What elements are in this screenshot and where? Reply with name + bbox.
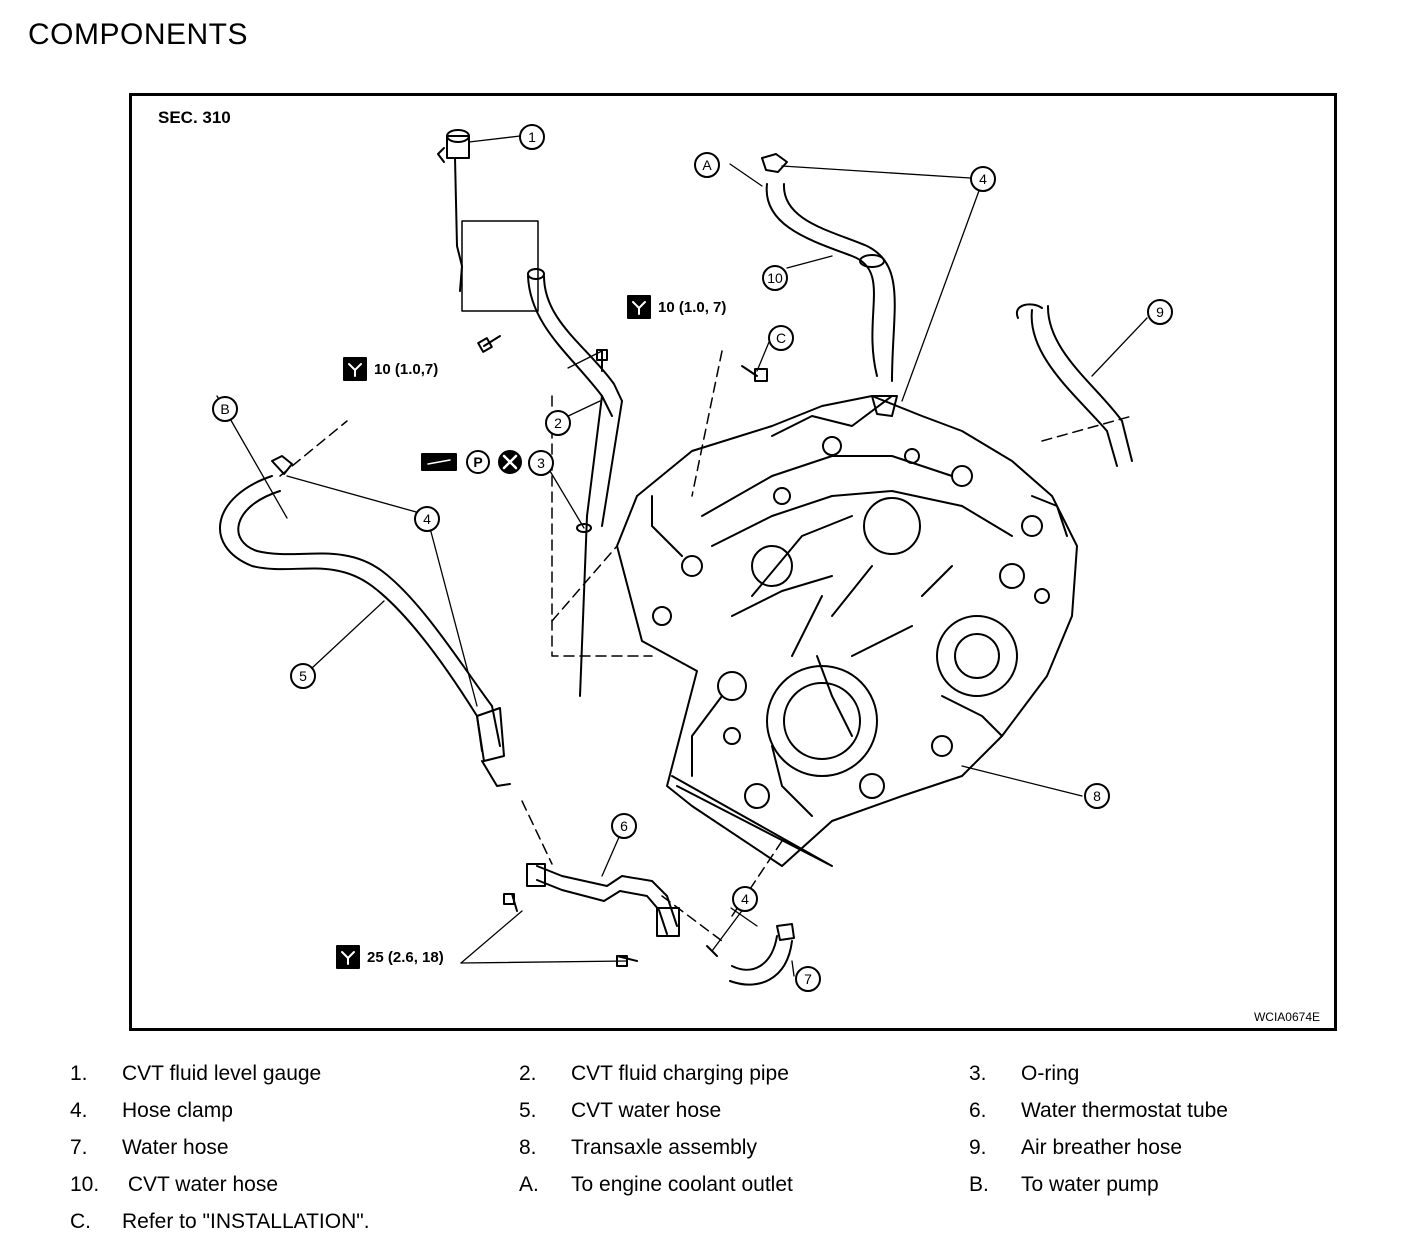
callout-8: 8 <box>1084 783 1110 809</box>
svg-text:25 (2.6, 18): 25 (2.6, 18) <box>367 949 444 966</box>
svg-text:4: 4 <box>423 511 431 527</box>
svg-text:5: 5 <box>299 668 307 684</box>
torque-spec-3: 25 (2.6, 18) <box>336 945 444 969</box>
svg-text:8: 8 <box>1093 788 1101 804</box>
p-icon: P <box>466 450 490 474</box>
callout-5: 5 <box>290 663 316 689</box>
svg-text:6: 6 <box>620 818 628 834</box>
water-hose-7 <box>706 923 795 986</box>
svg-text:7: 7 <box>804 971 812 987</box>
legend-item: 9.Air breather hose <box>969 1136 1183 1159</box>
svg-text:C: C <box>776 330 786 346</box>
o-ring <box>576 523 592 533</box>
legend-item: 10. CVT water hose <box>70 1173 279 1196</box>
svg-text:1: 1 <box>528 129 536 145</box>
legend-item: 6.Water thermostat tube <box>969 1099 1228 1122</box>
leader-lines <box>216 135 1148 977</box>
callout-9: 9 <box>1147 299 1173 325</box>
components-diagram: SEC. 310 <box>129 93 1337 1031</box>
callout-B: B <box>212 396 238 422</box>
legend-item: 2.CVT fluid charging pipe <box>519 1062 789 1085</box>
svg-text:4: 4 <box>741 891 749 907</box>
cvt-fluid-charging-pipe <box>461 220 623 697</box>
air-breather-hose <box>1015 303 1133 467</box>
legend-item: 1.CVT fluid level gauge <box>70 1062 322 1085</box>
transaxle-assembly <box>616 395 1078 867</box>
cvt-water-hose-10 <box>761 153 898 417</box>
water-thermostat-tube <box>526 863 680 937</box>
callout-C: C <box>768 325 794 351</box>
legend-item: 3.O-ring <box>969 1062 1080 1085</box>
o-ring-symbols: P <box>421 450 522 474</box>
legend-item: B.To water pump <box>969 1173 1159 1196</box>
callout-4a: 4 <box>970 166 996 192</box>
svg-text:10 (1.0,7): 10 (1.0,7) <box>374 361 438 378</box>
callout-3: 3 <box>528 450 554 476</box>
svg-text:A: A <box>702 157 712 173</box>
torque-spec-2: 10 (1.0, 7) <box>627 295 726 319</box>
callout-4c: 4 <box>732 886 758 912</box>
callout-2: 2 <box>545 410 571 436</box>
legend-item: 5.CVT water hose <box>519 1099 722 1122</box>
callout-A: A <box>694 152 720 178</box>
fluid-icon <box>421 453 457 471</box>
section-label: SEC. 310 <box>158 108 231 127</box>
bolt <box>477 335 501 353</box>
bolt <box>596 349 608 372</box>
cvt-fluid-level-gauge <box>437 129 470 292</box>
svg-text:10 (1.0, 7): 10 (1.0, 7) <box>658 299 726 316</box>
legend-item: 7.Water hose <box>70 1136 229 1159</box>
dashed-guides <box>279 350 1133 942</box>
svg-text:B: B <box>220 401 229 417</box>
legend-item: 4.Hose clamp <box>70 1099 233 1122</box>
legend-item: C.Refer to "INSTALLATION". <box>70 1210 370 1233</box>
bolt <box>503 893 518 912</box>
callouts: 1 2 3 4 4 4 5 6 7 8 9 10 A B C <box>212 124 1173 992</box>
svg-text:4: 4 <box>979 171 987 187</box>
diagram-drawing: 1 2 3 4 4 4 5 6 7 8 9 10 A B C 10 (1.0,7… <box>212 124 1173 992</box>
cvt-water-hose-5 <box>219 455 511 787</box>
svg-text:P: P <box>473 454 482 470</box>
svg-text:2: 2 <box>554 415 562 431</box>
legend-item: 8.Transaxle assembly <box>519 1136 757 1159</box>
page-title: COMPONENTS <box>28 18 249 51</box>
legend-item: A.To engine coolant outlet <box>519 1173 793 1196</box>
bolt <box>741 365 768 382</box>
svg-text:10: 10 <box>767 270 783 286</box>
torque-spec-1: 10 (1.0,7) <box>343 357 438 381</box>
svg-text:3: 3 <box>537 455 545 471</box>
figure-id: WCIA0674E <box>1253 1010 1320 1024</box>
callout-10: 10 <box>762 265 788 291</box>
do-not-reuse-icon <box>498 450 522 474</box>
callout-1: 1 <box>519 124 545 150</box>
callout-7: 7 <box>795 966 821 992</box>
callout-4b: 4 <box>414 506 440 532</box>
svg-text:9: 9 <box>1156 304 1164 320</box>
callout-6: 6 <box>611 813 637 839</box>
